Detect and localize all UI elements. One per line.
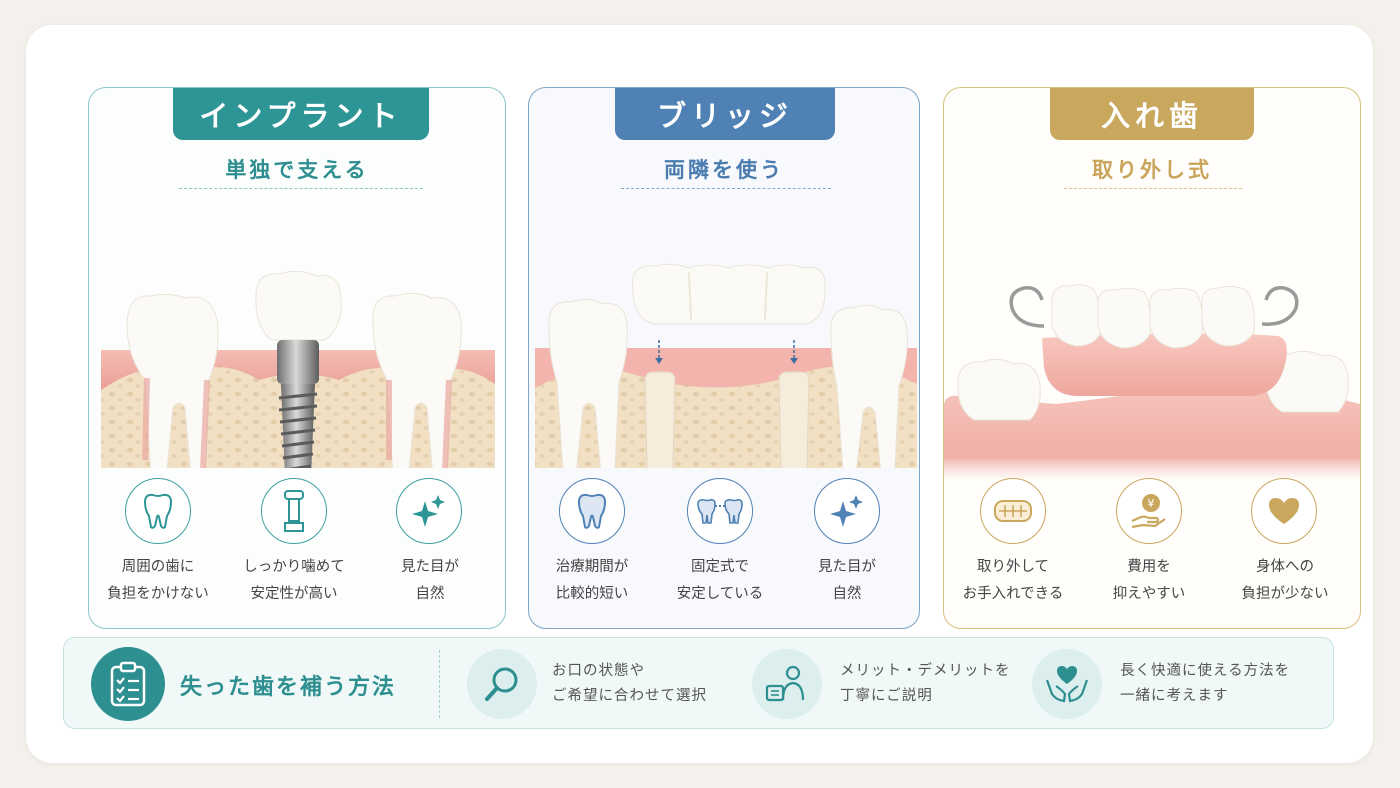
implant-title: インプラント — [173, 88, 429, 140]
implant-card: インプラント 単独で支える — [88, 87, 506, 629]
feature-text: 取り外してお手入れできる — [962, 559, 1064, 602]
bridge-icon — [687, 478, 753, 544]
feature-text: 固定式で安定している — [676, 559, 764, 602]
feature-text: 費用を抑えやすい — [1112, 559, 1186, 602]
feature-text: 治療期間が比較的短い — [555, 559, 629, 602]
bridge-illustration — [535, 263, 917, 468]
summary-bar: 失った歯を補う方法 お口の状態やご希望に合わせて選択 メリット・デメリットを丁寧… — [63, 637, 1334, 729]
tooth-icon — [559, 478, 625, 544]
svg-text:¥: ¥ — [1148, 497, 1155, 510]
yen-hand-icon: ¥ — [1116, 478, 1182, 544]
bridge-title: ブリッジ — [615, 88, 835, 140]
feature-text: しっかり噛めて安定性が高い — [243, 559, 345, 602]
infographic-sheet: インプラント 単独で支える — [26, 25, 1373, 763]
magnifier-icon — [467, 649, 537, 719]
bridge-divider — [621, 188, 831, 189]
implant-divider — [179, 188, 423, 189]
denture-title: 入れ歯 — [1050, 88, 1254, 140]
implant-illustration — [101, 270, 495, 468]
bridge-card: ブリッジ 両隣を使う — [528, 87, 920, 629]
tooth-icon — [125, 478, 191, 544]
denture-card: 入れ歯 取り外し式 — [943, 87, 1361, 629]
implant-subtitle: 単独で支える — [225, 158, 369, 182]
clipboard-icon — [91, 647, 165, 721]
feature-text: 見た目が自然 — [401, 559, 459, 602]
heart-hands-icon — [1032, 649, 1102, 719]
bridge-subtitle: 両隣を使う — [664, 158, 784, 182]
summary-item-text: お口の状態やご希望に合わせて選択 — [552, 663, 707, 704]
consultation-icon — [752, 649, 822, 719]
feature-text: 見た目が自然 — [818, 559, 876, 602]
sparkle-icon — [814, 478, 880, 544]
denture-divider — [1064, 188, 1242, 189]
summary-divider — [439, 650, 440, 718]
bone-icon — [261, 478, 327, 544]
heart-icon — [1251, 478, 1317, 544]
summary-title: 失った歯を補う方法 — [180, 675, 397, 700]
summary-item-text: 長く快適に使える方法を一緒に考えます — [1120, 663, 1291, 704]
denture-subtitle: 取り外し式 — [1092, 158, 1212, 182]
denture-icon — [980, 478, 1046, 544]
feature-text: 身体への負担が少ない — [1241, 559, 1329, 602]
sparkle-icon — [396, 478, 462, 544]
summary-item-text: メリット・デメリットを丁寧にご説明 — [840, 663, 1011, 704]
feature-text: 周囲の歯に負担をかけない — [107, 559, 209, 602]
denture-illustration — [944, 284, 1360, 478]
